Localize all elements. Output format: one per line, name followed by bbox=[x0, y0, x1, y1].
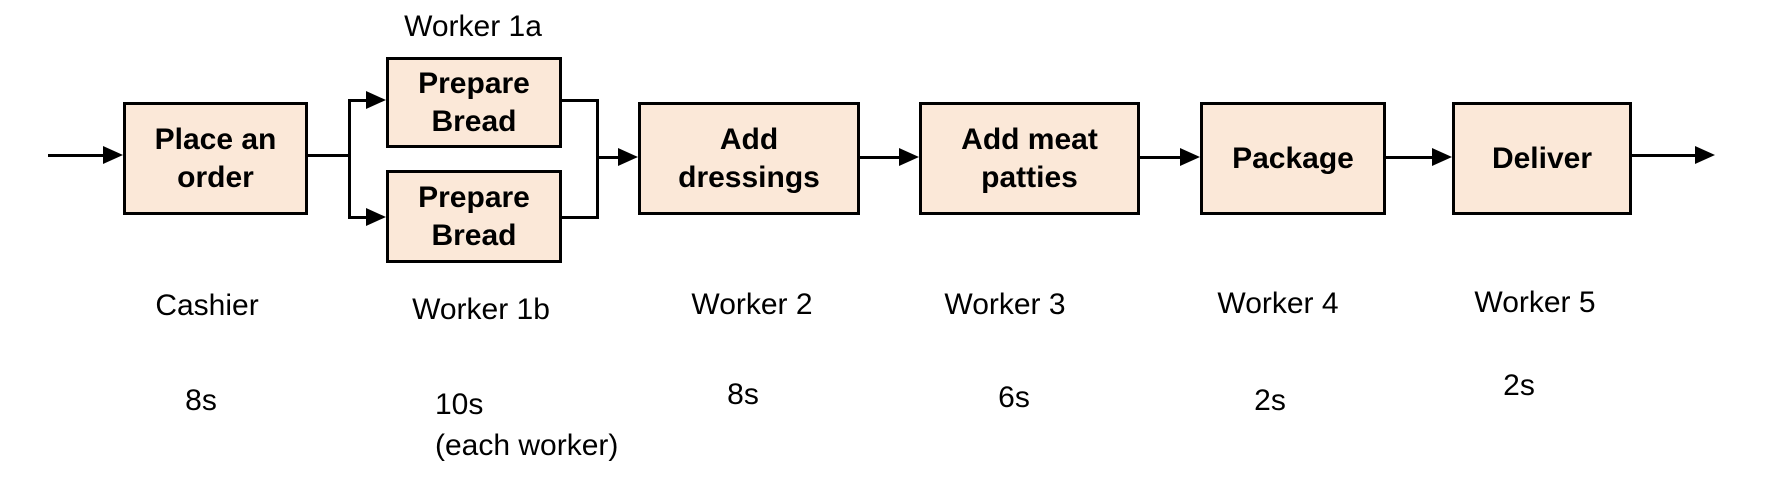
flow-node-package: Package bbox=[1200, 102, 1386, 215]
role-label-worker-3: Worker 3 bbox=[944, 288, 1066, 321]
worker-1a-label: Worker 1a bbox=[404, 10, 542, 43]
connector-patties-to-package bbox=[1140, 156, 1183, 159]
node-label-add-dressings: Add dressings bbox=[678, 122, 820, 194]
time-label-worker-3: 6s bbox=[998, 381, 1030, 414]
node-label-add-meat-patties: Add meat patties bbox=[961, 122, 1098, 194]
node-label-deliver: Deliver bbox=[1491, 141, 1593, 175]
flow-node-deliver: Deliver bbox=[1452, 102, 1632, 215]
time-label-worker-1: 10s (each worker) bbox=[435, 384, 618, 466]
time-value-worker-1: 10s bbox=[435, 388, 484, 421]
merge-bottom-line bbox=[562, 216, 599, 219]
time-label-cashier: 8s bbox=[185, 384, 217, 417]
flow-node-add-meat-patties: Add meat patties bbox=[919, 102, 1140, 215]
branch-top-line bbox=[350, 99, 368, 102]
dressings-arrowhead-icon bbox=[618, 148, 638, 166]
node-label-prepare-bread-b: Prepare Bread bbox=[418, 180, 530, 252]
role-label-cashier: Cashier bbox=[155, 289, 259, 322]
connector-package-to-deliver bbox=[1386, 156, 1435, 159]
merge-vertical-line bbox=[596, 99, 599, 219]
entry-arrow-line bbox=[48, 154, 106, 157]
exit-arrowhead-icon bbox=[1695, 146, 1715, 164]
node-label-place-order: Place an order bbox=[154, 122, 277, 194]
role-label-worker-2: Worker 2 bbox=[691, 288, 813, 321]
role-label-worker-5: Worker 5 bbox=[1474, 286, 1596, 319]
package-arrowhead-icon bbox=[1180, 148, 1200, 166]
patties-arrowhead-icon bbox=[899, 148, 919, 166]
connector-dressings-to-patties bbox=[860, 156, 902, 159]
branch-top-arrowhead-icon bbox=[366, 91, 386, 109]
branch-bottom-arrowhead-icon bbox=[366, 208, 386, 226]
deliver-arrowhead-icon bbox=[1432, 148, 1452, 166]
flow-node-prepare-bread-a: Prepare Bread bbox=[386, 57, 562, 148]
time-note-each-worker: (each worker) bbox=[435, 429, 619, 462]
exit-arrow-line bbox=[1632, 154, 1698, 157]
role-label-worker-1b: Worker 1b bbox=[412, 293, 550, 326]
flow-node-place-order: Place an order bbox=[123, 102, 308, 215]
merge-top-line bbox=[562, 99, 599, 102]
flow-node-prepare-bread-b: Prepare Bread bbox=[386, 170, 562, 263]
node-label-package: Package bbox=[1232, 141, 1354, 175]
time-label-worker-2: 8s bbox=[727, 378, 759, 411]
role-label-worker-4: Worker 4 bbox=[1217, 287, 1339, 320]
connector-merge-to-dressings bbox=[597, 156, 621, 159]
time-label-worker-5: 2s bbox=[1503, 369, 1535, 402]
time-label-worker-4: 2s bbox=[1254, 384, 1286, 417]
split-vertical-line bbox=[348, 99, 351, 219]
connector-place-to-split bbox=[308, 154, 351, 157]
flow-node-add-dressings: Add dressings bbox=[638, 102, 860, 215]
node-label-prepare-bread-a: Prepare Bread bbox=[418, 66, 530, 138]
branch-bottom-line bbox=[350, 216, 368, 219]
entry-arrowhead-icon bbox=[103, 146, 123, 164]
